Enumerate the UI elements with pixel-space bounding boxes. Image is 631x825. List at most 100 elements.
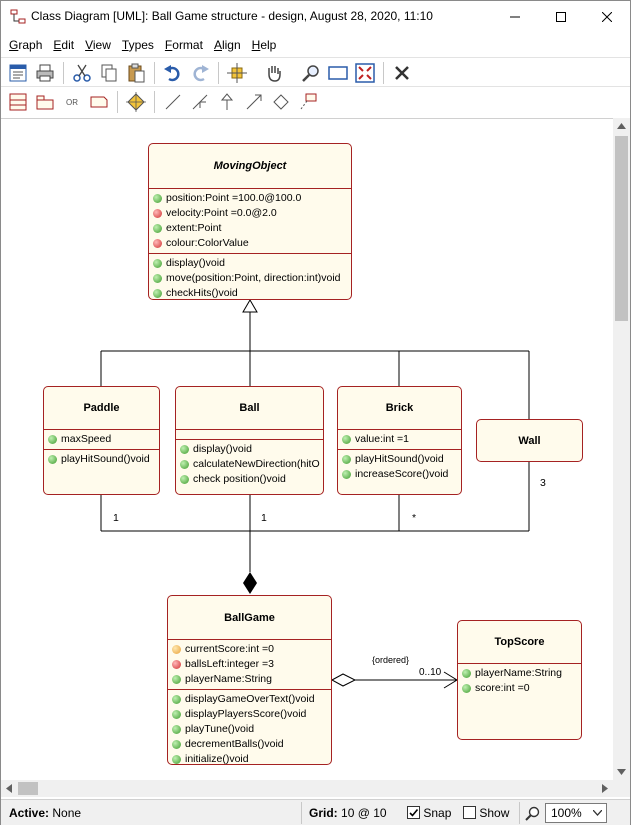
class-member[interactable]: ballsLeft:integer =3 [172, 657, 331, 672]
cut-button[interactable] [70, 61, 94, 85]
menu-help[interactable]: Help [244, 35, 277, 55]
zoom-icon[interactable] [525, 806, 540, 821]
class-paddle[interactable]: Paddle maxSpeed playHitSound()void [43, 386, 160, 495]
print-button[interactable] [33, 61, 57, 85]
copy-button[interactable] [97, 61, 121, 85]
class-member[interactable]: displayGameOverText()void [172, 692, 331, 707]
class-member[interactable]: checkHits()void [153, 286, 351, 299]
fit-diagram-button[interactable] [353, 61, 377, 85]
snap-toggle[interactable]: Snap [407, 803, 451, 823]
vertical-scrollbar[interactable] [613, 118, 630, 780]
close-button[interactable] [584, 1, 630, 32]
visibility-green-icon [180, 445, 189, 454]
composition-lines [100, 462, 530, 572]
minimize-button[interactable] [492, 1, 538, 32]
class-member[interactable]: position:Point =100.0@100.0 [153, 191, 351, 206]
class-member[interactable]: display()void [180, 442, 323, 457]
delete-button[interactable] [390, 61, 414, 85]
class-member[interactable]: colour:ColorValue [153, 236, 351, 251]
menu-align[interactable]: Align [206, 35, 241, 55]
horizontal-scrollbar[interactable] [1, 780, 613, 797]
inheritance-lines [100, 312, 530, 419]
zoom-select[interactable]: 100% [545, 803, 607, 823]
note-link-tool-button[interactable] [296, 90, 320, 114]
note-tool-button[interactable] [87, 90, 111, 114]
horizontal-scroll-thumb[interactable] [18, 782, 38, 795]
menu-types[interactable]: Types [114, 35, 154, 55]
paddle-multiplicity: 1 [113, 512, 119, 524]
menu-view[interactable]: View [77, 35, 111, 55]
class-member[interactable]: maxSpeed [48, 432, 159, 447]
operations-compartment: playHitSound()void [44, 449, 159, 469]
member-text: position:Point =100.0@100.0 [166, 192, 302, 204]
properties-button[interactable] [6, 61, 30, 85]
or-tool-button[interactable]: OR [60, 90, 84, 114]
class-member[interactable]: playHitSound()void [342, 452, 461, 467]
menu-edit[interactable]: Edit [45, 35, 74, 55]
redo-button[interactable] [188, 61, 212, 85]
class-name: BallGame [224, 611, 275, 624]
show-checkbox[interactable] [463, 806, 476, 819]
copy-icon [101, 64, 117, 82]
class-member[interactable]: increaseScore()void [342, 467, 461, 482]
class-member[interactable]: move(position:Point, direction:int)void [153, 271, 351, 286]
pan-button[interactable] [262, 61, 286, 85]
class-member[interactable]: displayPlayersScore()void [172, 707, 331, 722]
diagram-canvas[interactable]: 1 1 * 3 {ordered} 0..10 MovingObject pos… [1, 118, 613, 780]
class-tool-button[interactable] [6, 90, 30, 114]
class-member[interactable]: playerName:String [172, 672, 331, 687]
composition-diamond [243, 572, 257, 594]
class-member[interactable]: playTune()void [172, 722, 331, 737]
class-member[interactable]: value:int =1 [342, 432, 461, 447]
toolbar-separator [63, 62, 64, 84]
class-box-icon [9, 93, 27, 111]
class-member[interactable]: initialize()void [172, 752, 331, 764]
toolbar-separator [154, 91, 155, 113]
scroll-left-icon[interactable] [6, 784, 12, 793]
class-wall[interactable]: Wall [476, 419, 583, 462]
aggregation-tool-button[interactable] [269, 90, 293, 114]
maximize-button[interactable] [538, 1, 584, 32]
show-toggle[interactable]: Show [463, 803, 509, 823]
class-member[interactable]: decrementBalls()void [172, 737, 331, 752]
class-member[interactable]: extent:Point [153, 221, 351, 236]
undo-button[interactable] [161, 61, 185, 85]
class-member[interactable]: calculateNewDirection(hitO [180, 457, 323, 472]
class-member[interactable]: velocity:Point =0.0@2.0 [153, 206, 351, 221]
dependency-tool-button[interactable] [188, 90, 212, 114]
class-member[interactable]: playHitSound()void [48, 452, 159, 467]
line-tool-button[interactable] [161, 90, 185, 114]
class-movingobject[interactable]: MovingObject position:Point =100.0@100.0… [148, 143, 352, 300]
snap-checkbox[interactable] [407, 806, 420, 819]
zoom-button[interactable] [299, 61, 323, 85]
title-bar: Class Diagram [UML]: Ball Game structure… [1, 1, 630, 32]
class-member[interactable]: currentScore:int =0 [172, 642, 331, 657]
class-member[interactable]: playerName:String [462, 666, 581, 681]
association-tool-button[interactable] [242, 90, 266, 114]
move-button[interactable] [225, 61, 249, 85]
scroll-right-icon[interactable] [602, 784, 608, 793]
package-tool-button[interactable] [33, 90, 57, 114]
zoom-to-page-button[interactable] [326, 61, 350, 85]
vertical-scroll-thumb[interactable] [615, 136, 628, 321]
generalization-tool-button[interactable] [215, 90, 239, 114]
menu-graph[interactable]: Graph [1, 35, 42, 55]
visibility-green-icon [153, 224, 162, 233]
class-member[interactable]: display()void [153, 256, 351, 271]
scroll-down-icon[interactable] [617, 769, 626, 775]
member-text: playTune()void [185, 723, 255, 735]
visibility-green-icon [462, 669, 471, 678]
class-member[interactable]: score:int =0 [462, 681, 581, 696]
paste-button[interactable] [124, 61, 148, 85]
menu-label-rest: ypes [128, 38, 154, 52]
class-member[interactable]: check position()void [180, 472, 323, 487]
menu-format[interactable]: Format [157, 35, 203, 55]
scroll-up-icon[interactable] [617, 123, 626, 129]
select-tool-button[interactable] [124, 90, 148, 114]
